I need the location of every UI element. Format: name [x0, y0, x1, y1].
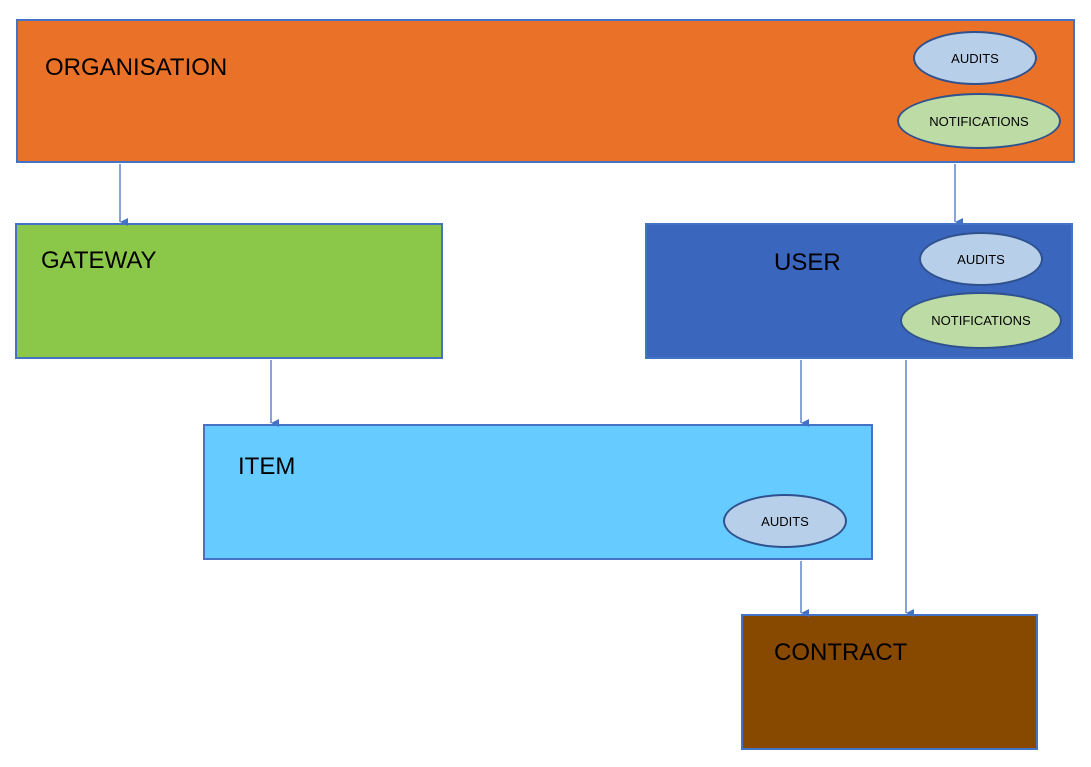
item-label: ITEM [238, 453, 296, 480]
organisation-notifications-ellipse: NOTIFICATIONS [897, 93, 1061, 149]
item-audits-ellipse: AUDITS [723, 494, 847, 548]
user-label: USER [774, 249, 841, 276]
organisation-label: ORGANISATION [45, 54, 228, 81]
contract-box: CONTRACT [741, 614, 1038, 750]
organisation-audits-ellipse: AUDITS [913, 31, 1037, 85]
user-notifications-ellipse: NOTIFICATIONS [900, 292, 1062, 349]
contract-label: CONTRACT [774, 639, 908, 666]
gateway-box: GATEWAY [15, 223, 443, 359]
user-audits-ellipse: AUDITS [919, 232, 1043, 286]
gateway-label: GATEWAY [41, 247, 157, 274]
organisation-box: ORGANISATION [16, 19, 1075, 163]
